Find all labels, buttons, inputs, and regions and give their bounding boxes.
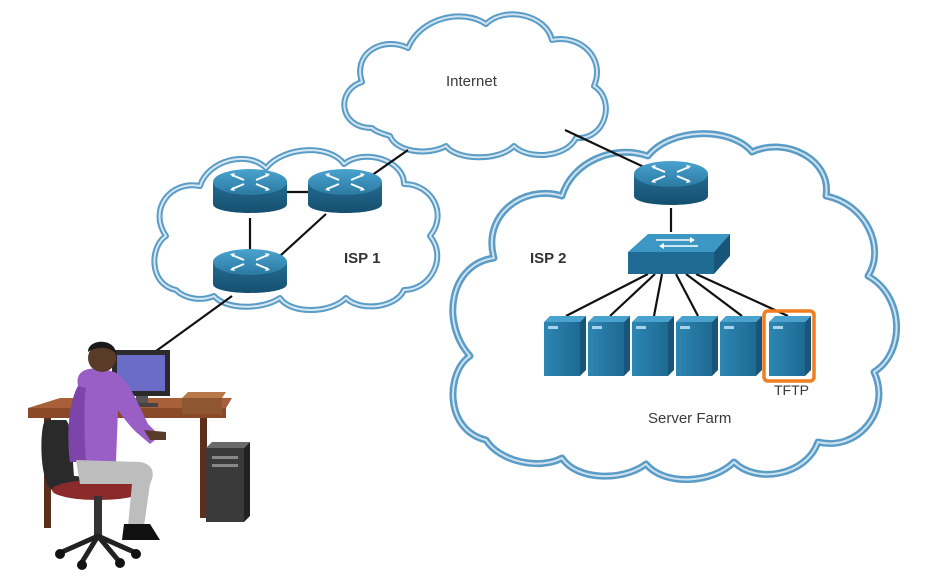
user-at-workstation-icon bbox=[28, 341, 250, 570]
isp1-label: ISP 1 bbox=[344, 250, 381, 267]
link-internet-isp2 bbox=[564, 129, 647, 169]
link-r3-user bbox=[151, 295, 233, 355]
router-icon bbox=[230, 173, 270, 191]
server-farm-label: Server Farm bbox=[648, 410, 732, 427]
switch-icon bbox=[656, 237, 698, 249]
router-isp2[interactable] bbox=[634, 161, 708, 205]
link-switch-server5 bbox=[685, 273, 743, 317]
isp2-label: ISP 2 bbox=[530, 250, 567, 267]
router-isp1-right[interactable] bbox=[308, 169, 382, 213]
server-icon bbox=[773, 326, 783, 329]
router-isp1-left[interactable] bbox=[213, 169, 287, 213]
server-2[interactable] bbox=[588, 316, 630, 376]
link-switch-server1 bbox=[565, 273, 649, 317]
internet-label: Internet bbox=[446, 73, 497, 90]
server-icon bbox=[548, 326, 558, 329]
isp1-cloud bbox=[151, 147, 441, 313]
tftp-label: TFTP bbox=[774, 382, 809, 398]
server-3[interactable] bbox=[632, 316, 674, 376]
server-1[interactable] bbox=[544, 316, 586, 376]
server-icon bbox=[724, 326, 734, 329]
router-icon bbox=[230, 253, 270, 271]
server-icon bbox=[592, 326, 602, 329]
server-5[interactable] bbox=[720, 316, 762, 376]
switch-isp2[interactable] bbox=[628, 234, 730, 274]
server-farm bbox=[544, 309, 816, 383]
link-switch-server4 bbox=[675, 273, 699, 317]
router-icon bbox=[651, 165, 691, 183]
router-icon bbox=[325, 173, 365, 191]
isp2-cloud bbox=[449, 130, 900, 483]
router-isp1-bottom[interactable] bbox=[213, 249, 287, 293]
server-tftp[interactable] bbox=[762, 309, 816, 383]
internet-cloud bbox=[341, 11, 609, 161]
link-switch-server6 bbox=[695, 272, 789, 318]
tftp-highlight bbox=[762, 309, 816, 383]
link-r2-r3 bbox=[279, 213, 327, 257]
server-icon bbox=[680, 326, 690, 329]
link-switch-server2 bbox=[609, 273, 656, 317]
server-4[interactable] bbox=[676, 316, 718, 376]
link-switch-server3 bbox=[652, 273, 664, 317]
server-icon bbox=[636, 326, 646, 329]
